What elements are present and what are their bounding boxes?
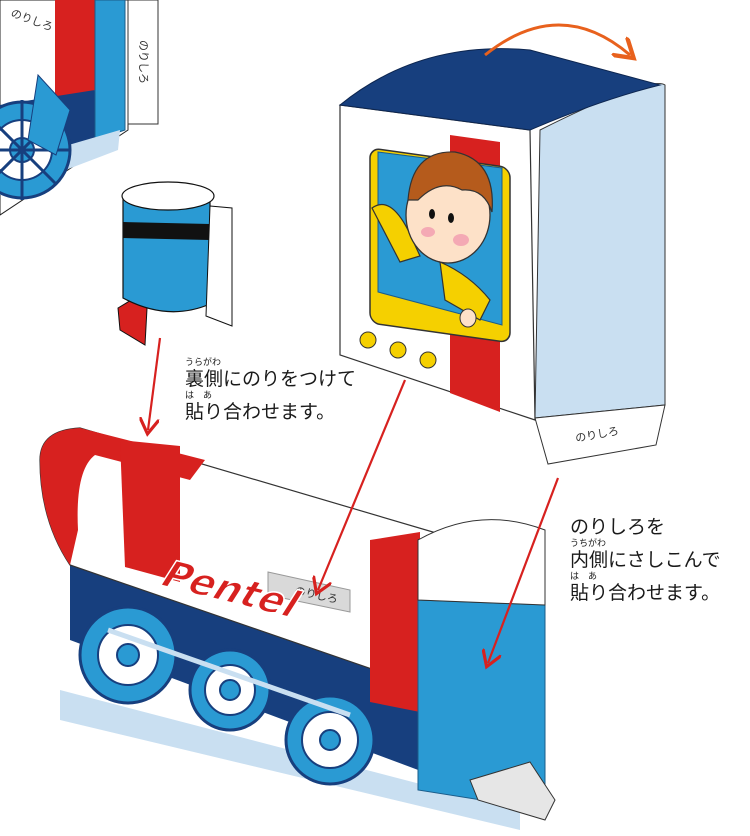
top-left-loco-piece: のりしろ のりしろ bbox=[0, 0, 159, 216]
smokestack-piece bbox=[117, 181, 233, 346]
instruction-insert-tab: のりしろを うちがわ 内側にさしこんで は あ 貼り合わせます。 bbox=[570, 516, 721, 605]
fold-over-arrow bbox=[484, 23, 630, 55]
furigana: うちがわ bbox=[570, 539, 607, 549]
furigana: は あ bbox=[185, 391, 213, 401]
furigana: は あ bbox=[570, 572, 598, 582]
main-locomotive-body: のりしろ Pentel bbox=[39, 427, 556, 830]
cab-piece: のりしろ bbox=[338, 48, 666, 465]
top-left-tab-label: のりしろ bbox=[137, 40, 150, 84]
instruction-line: 貼り合わせます。 bbox=[570, 582, 721, 604]
arrow-cab-tab-inside bbox=[488, 477, 560, 663]
arrow-cab-to-tab bbox=[318, 379, 407, 590]
drive-wheel bbox=[284, 694, 376, 786]
instruction-line: のりしろを bbox=[570, 516, 666, 538]
instruction-line: 貼り合わせます。 bbox=[185, 401, 336, 423]
driver-character bbox=[371, 151, 493, 328]
furigana: うらがわ bbox=[185, 358, 222, 368]
drive-wheel bbox=[78, 605, 178, 705]
cab-lights bbox=[359, 331, 437, 369]
instruction-line: 内側にさしこんで bbox=[570, 549, 721, 571]
arrow-smokestack-to-body bbox=[148, 337, 162, 430]
instruction-glue-back: うらがわ 裏側にのりをつけて は あ 貼り合わせます。 bbox=[185, 358, 356, 424]
instruction-line: 裏側にのりをつけて bbox=[185, 368, 357, 390]
connecting-rod bbox=[107, 627, 351, 718]
